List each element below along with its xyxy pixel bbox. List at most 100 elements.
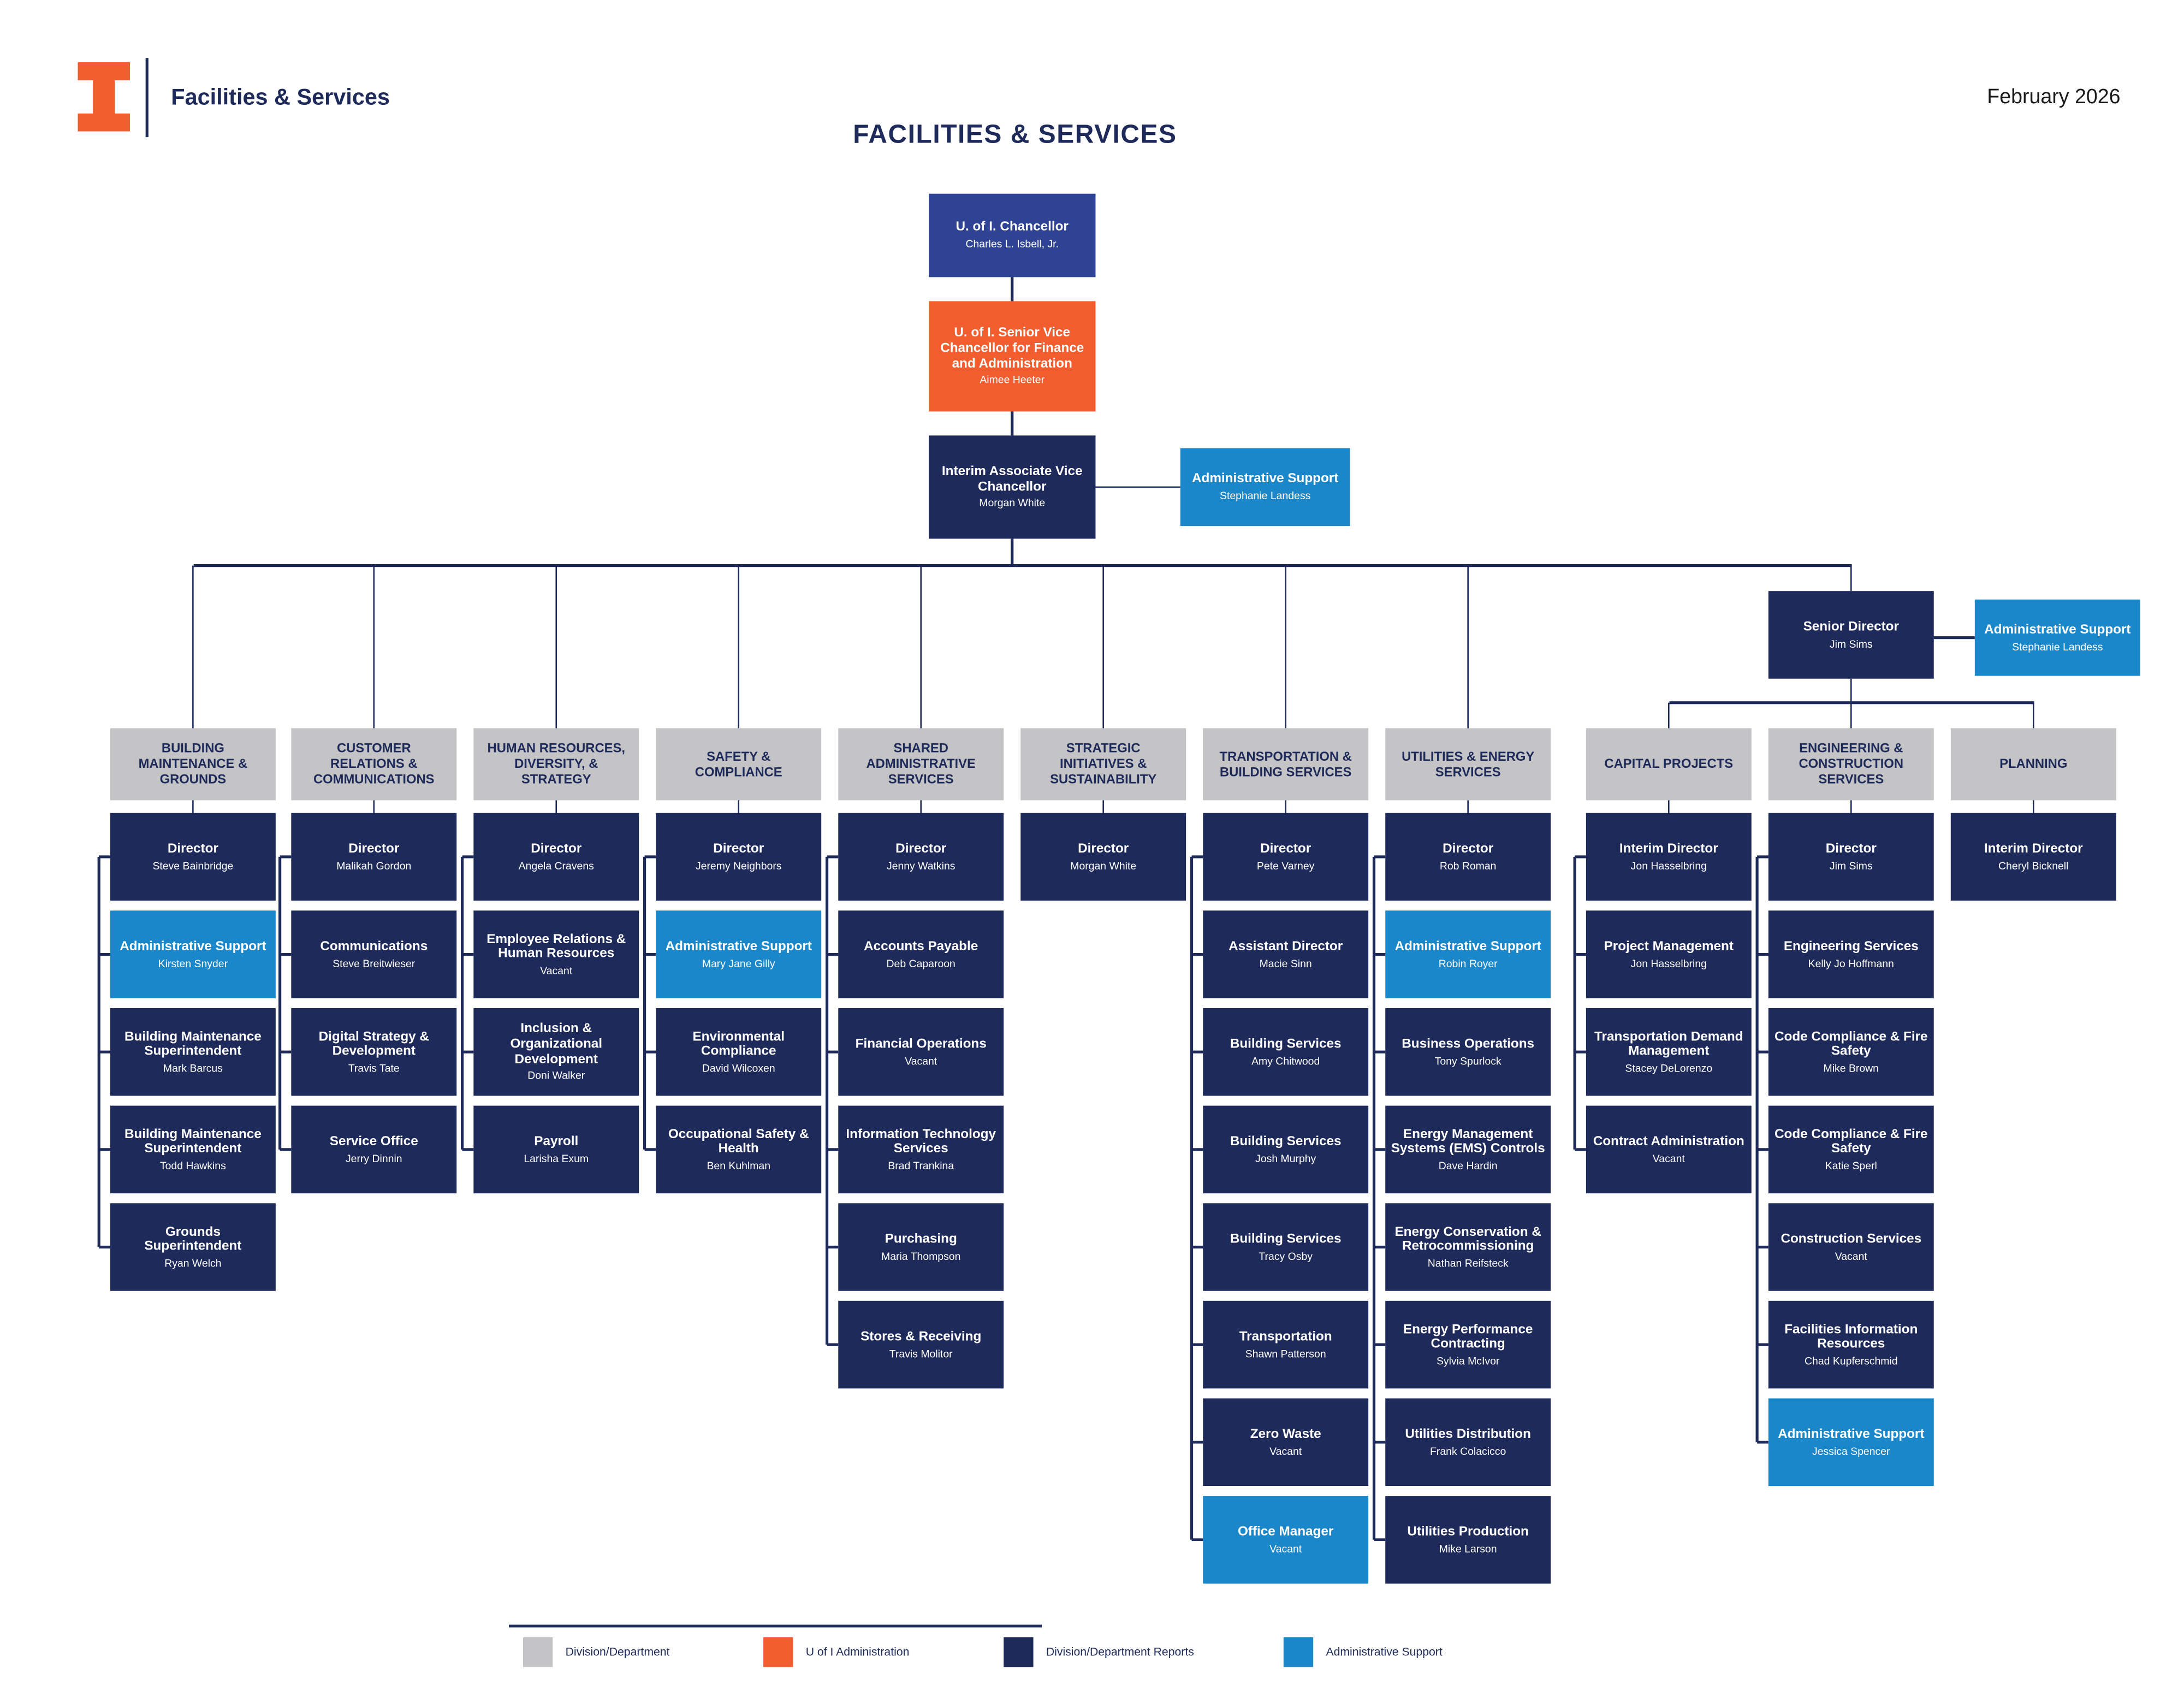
connector-line bbox=[1284, 800, 1287, 813]
connector-line bbox=[1374, 1246, 1386, 1248]
connector-line bbox=[461, 856, 464, 1150]
org-box-name: Sylvia McIvor bbox=[1436, 1354, 1500, 1368]
org-box-title: Director bbox=[1443, 839, 1494, 856]
org-box-name: Vacant bbox=[1269, 1542, 1302, 1555]
org-box-name: Doni Walker bbox=[527, 1069, 585, 1082]
org-box-name: Jeremy Neighbors bbox=[695, 859, 782, 872]
org-box-name: Jenny Watkins bbox=[886, 859, 956, 872]
org-box-title: Project Management bbox=[1604, 937, 1734, 953]
org-box-name: Ryan Welch bbox=[164, 1257, 222, 1270]
org-box-name: Vacant bbox=[1652, 1151, 1685, 1165]
connector-line bbox=[1467, 565, 1469, 729]
connector-line bbox=[1374, 1343, 1386, 1346]
connector-line bbox=[737, 800, 740, 813]
org-box: U. of I. Senior Vice Chancellor for Fina… bbox=[928, 301, 1096, 412]
connector-line bbox=[919, 800, 922, 813]
connector-line bbox=[1667, 800, 1670, 813]
connector-line bbox=[1757, 1246, 1768, 1248]
legend-swatch-gray bbox=[523, 1637, 553, 1667]
org-box-name: Amy Chitwood bbox=[1251, 1054, 1320, 1067]
org-box-title: Director bbox=[348, 839, 400, 856]
connector-line bbox=[1191, 855, 1203, 858]
org-box-title: Building Services bbox=[1230, 1034, 1342, 1051]
division-header: PLANNING bbox=[1950, 728, 2116, 801]
org-box-title: Office Manager bbox=[1237, 1523, 1334, 1538]
org-box-name: Charles L. Isbell, Jr. bbox=[965, 237, 1059, 251]
division-header: HUMAN RESOURCES, DIVERSITY, & STRATEGY bbox=[473, 728, 639, 801]
connector-line bbox=[462, 855, 474, 858]
connector-line bbox=[1850, 800, 1853, 813]
org-box-name: Travis Molitor bbox=[889, 1347, 953, 1360]
connector-line bbox=[1757, 1441, 1768, 1443]
org-box-title: Energy Performance Contracting bbox=[1403, 1319, 1533, 1351]
org-box-title: Director bbox=[167, 839, 218, 856]
legend-label: U of I Administration bbox=[805, 1645, 910, 1659]
org-box-title: Utilities Distribution bbox=[1405, 1425, 1531, 1441]
org-box-title: Utilities Production bbox=[1407, 1523, 1529, 1538]
org-box-name: Pete Varney bbox=[1256, 859, 1315, 872]
org-box-name: Chad Kupferschmid bbox=[1805, 1354, 1898, 1368]
connector-line bbox=[827, 1343, 839, 1346]
legend-label: Division/Department bbox=[565, 1645, 670, 1659]
org-box-title: Building Maintenance Superintendent bbox=[124, 1027, 262, 1058]
connector-line bbox=[372, 800, 375, 813]
org-box-title: Director bbox=[531, 839, 582, 856]
org-box-name: Vacant bbox=[1269, 1444, 1302, 1457]
org-box-name: Nathan Reifsteck bbox=[1427, 1257, 1509, 1270]
connector-line bbox=[1011, 277, 1013, 301]
org-box-name: Mike Brown bbox=[1823, 1061, 1879, 1075]
org-box: Energy Management Systems (EMS) Controls… bbox=[1385, 1105, 1551, 1194]
connector-line bbox=[1373, 856, 1375, 1540]
org-box-title: Interim Associate Vice Chancellor bbox=[941, 462, 1083, 493]
division-header: ENGINEERING & CONSTRUCTION SERVICES bbox=[1768, 728, 1934, 801]
connector-line bbox=[1191, 1148, 1203, 1151]
org-box-name: Robin Royer bbox=[1438, 956, 1498, 969]
legend-item: Division/Department Reports bbox=[1004, 1637, 1194, 1667]
org-box-title: Code Compliance & Fire Safety bbox=[1774, 1124, 1928, 1156]
connector-line bbox=[1850, 678, 1853, 703]
connector-line bbox=[278, 856, 281, 1150]
connector-line bbox=[1575, 1148, 1586, 1151]
connector-line bbox=[827, 1246, 839, 1248]
org-box-title: Administrative Support bbox=[1984, 620, 2131, 636]
connector-line bbox=[1374, 1051, 1386, 1053]
connector-line bbox=[192, 565, 194, 729]
org-box-name: Jim Sims bbox=[1829, 859, 1873, 872]
org-box-name: Travis Tate bbox=[348, 1061, 400, 1075]
org-name: Facilities & Services bbox=[171, 86, 390, 110]
org-box-name: Jon Hasselbring bbox=[1630, 956, 1707, 969]
org-box-title: Inclusion & Organizational Development bbox=[510, 1020, 603, 1065]
legend-swatch-blue bbox=[1283, 1637, 1314, 1667]
org-box-title: Administrative Support bbox=[1394, 937, 1541, 953]
org-box-title: Zero Waste bbox=[1250, 1425, 1321, 1441]
org-box-title: Building Services bbox=[1230, 1132, 1342, 1148]
org-box-title: U. of I. Senior Vice Chancellor for Fina… bbox=[940, 324, 1084, 370]
connector-line bbox=[193, 564, 1851, 567]
connector-line bbox=[555, 565, 557, 729]
org-box-title: Environmental Compliance bbox=[692, 1027, 785, 1058]
